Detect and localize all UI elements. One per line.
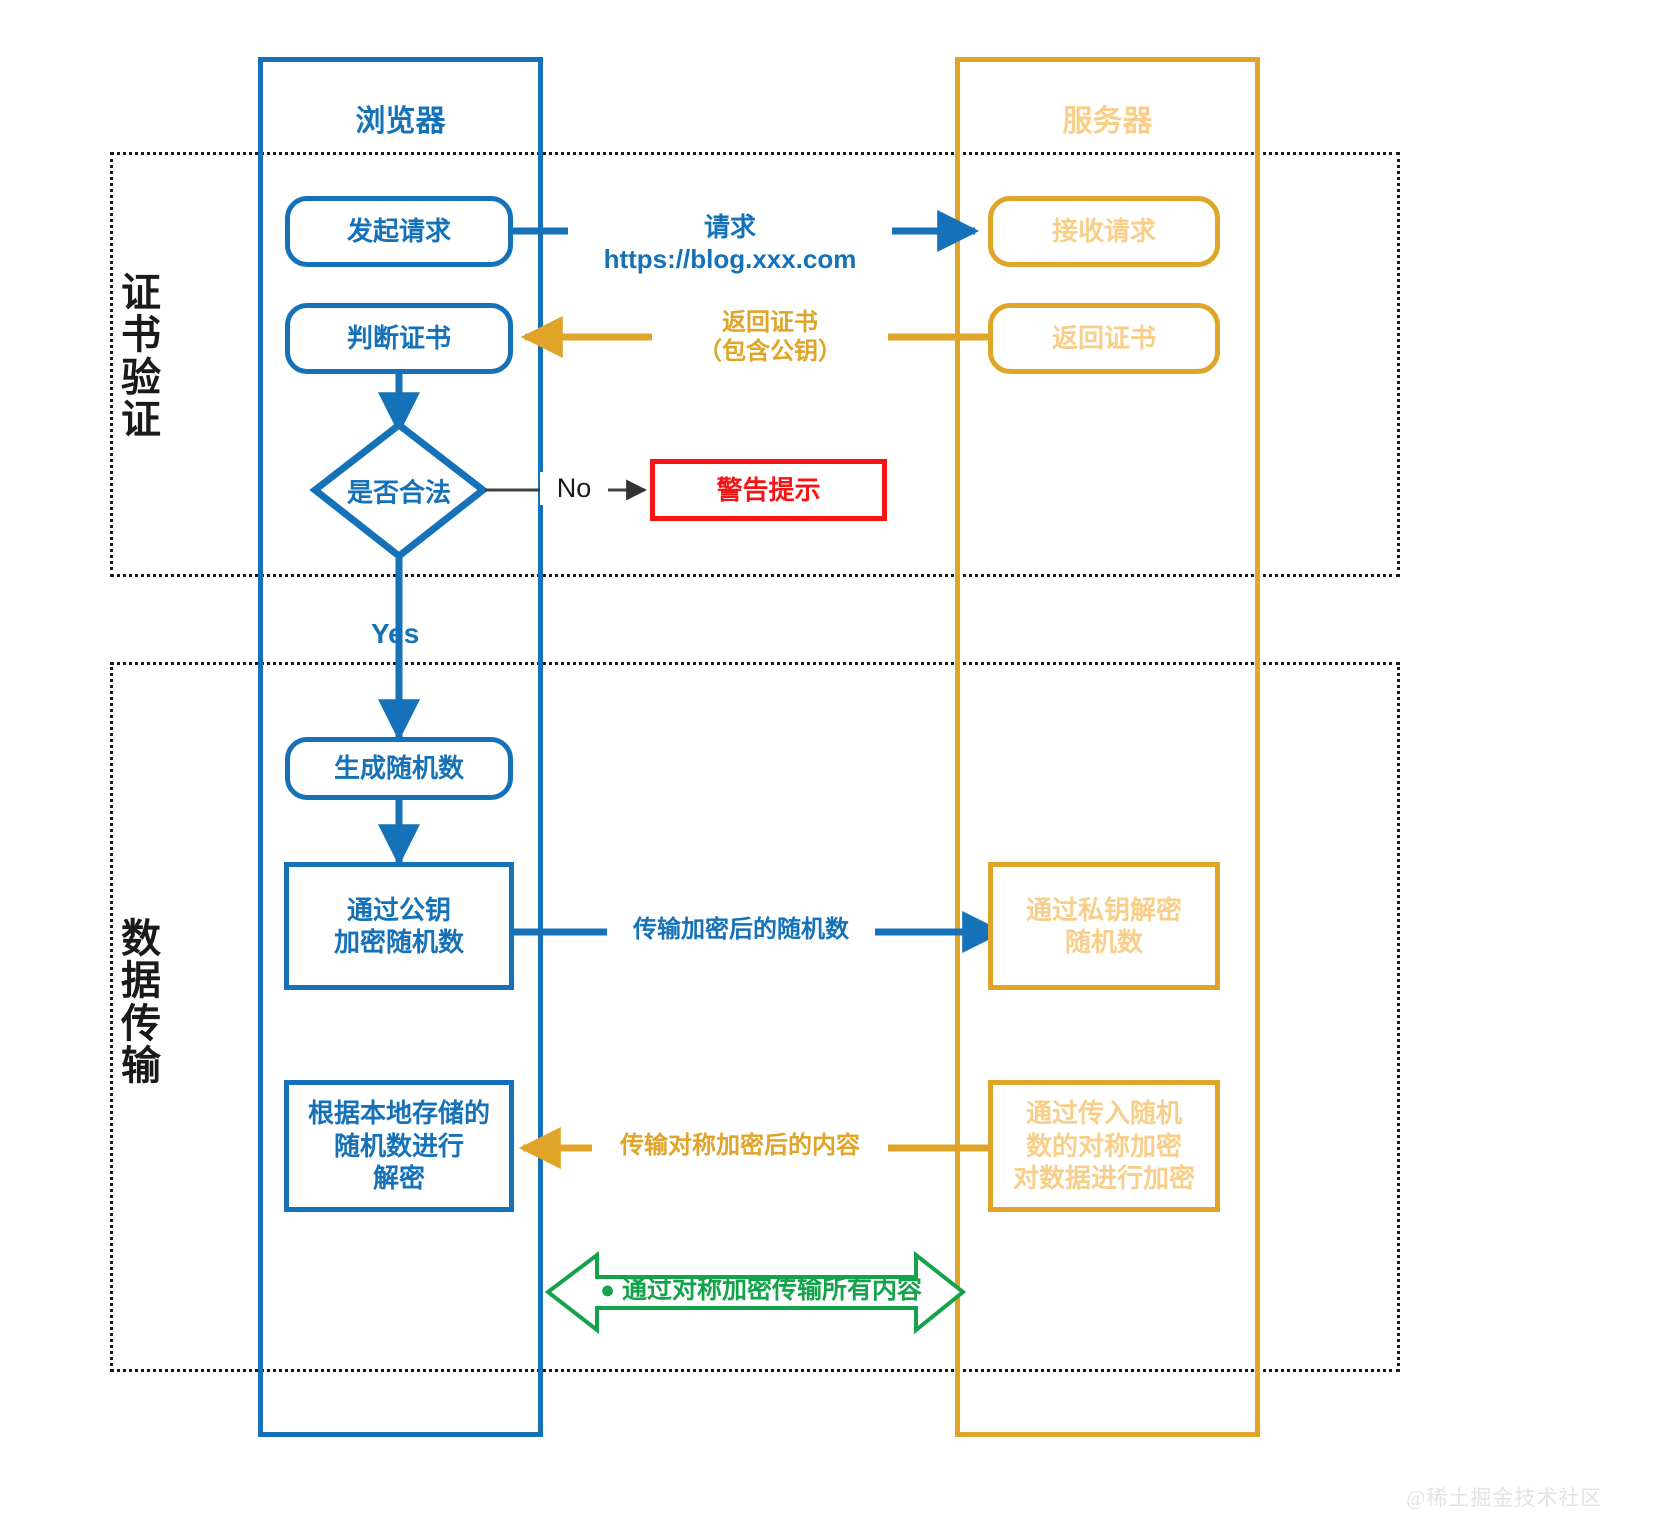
node-receive-request-label: 接收请求 bbox=[1051, 216, 1156, 247]
node-return-certificate-label: 返回证书 bbox=[1051, 323, 1156, 354]
node-initiate-request-label: 发起请求 bbox=[346, 216, 451, 247]
phase-label-data-transmission: 数据传输 bbox=[121, 917, 161, 1089]
node-symmetric-encrypt-data-label: 通过传入随机 数的对称加密 对数据进行加密 bbox=[1012, 1098, 1195, 1194]
node-generate-random[interactable]: 生成随机数 bbox=[285, 737, 513, 800]
node-judge-certificate[interactable]: 判断证书 bbox=[285, 303, 513, 374]
edge-label-request-url: 请求 https://blog.xxx.com bbox=[568, 212, 892, 276]
watermark: @稀土掘金技术社区 bbox=[1406, 1486, 1603, 1510]
edge-label-transfer-symmetric-content: 传输对称加密后的内容 bbox=[592, 1131, 888, 1161]
edge-label-all-via-symmetric: ● 通过对称加密传输所有内容 bbox=[599, 1276, 923, 1304]
edge-label-decision-yes: Yes bbox=[371, 618, 420, 649]
node-warning-prompt-label: 警告提示 bbox=[716, 474, 821, 505]
lifeline-browser: 浏览器 bbox=[258, 57, 543, 1437]
node-judge-certificate-label: 判断证书 bbox=[346, 323, 451, 354]
phase-band-cert-verification bbox=[110, 152, 1400, 577]
phase-label-cert-verification: 证书验证 bbox=[121, 271, 161, 443]
lifeline-title-server: 服务器 bbox=[1062, 105, 1153, 138]
node-local-decrypt-label: 根据本地存储的 随机数进行 解密 bbox=[307, 1098, 490, 1194]
edge-label-return-certificate: 返回证书 （包含公钥） bbox=[652, 308, 888, 367]
node-receive-request[interactable]: 接收请求 bbox=[988, 196, 1220, 267]
edge-label-decision-no: No bbox=[540, 472, 608, 505]
node-decrypt-private-key-label: 通过私钥解密 随机数 bbox=[1025, 894, 1182, 958]
node-return-certificate[interactable]: 返回证书 bbox=[988, 303, 1220, 374]
node-is-legal[interactable]: 是否合法 bbox=[315, 425, 483, 556]
edge-label-transfer-encrypted-random: 传输加密后的随机数 bbox=[607, 915, 875, 945]
node-encrypt-public-key[interactable]: 通过公钥 加密随机数 bbox=[284, 862, 514, 990]
node-generate-random-label: 生成随机数 bbox=[333, 753, 464, 784]
lifeline-title-browser: 浏览器 bbox=[355, 105, 446, 138]
node-local-decrypt[interactable]: 根据本地存储的 随机数进行 解密 bbox=[284, 1080, 514, 1212]
lifeline-server: 服务器 bbox=[955, 57, 1260, 1437]
node-encrypt-public-key-label: 通过公钥 加密随机数 bbox=[333, 894, 464, 958]
node-decrypt-private-key[interactable]: 通过私钥解密 随机数 bbox=[988, 862, 1220, 990]
phase-band-data-transmission bbox=[110, 662, 1400, 1372]
node-symmetric-encrypt-data[interactable]: 通过传入随机 数的对称加密 对数据进行加密 bbox=[988, 1080, 1220, 1212]
node-initiate-request[interactable]: 发起请求 bbox=[285, 196, 513, 267]
node-warning-prompt[interactable]: 警告提示 bbox=[650, 459, 887, 521]
node-is-legal-label: 是否合法 bbox=[346, 477, 451, 507]
